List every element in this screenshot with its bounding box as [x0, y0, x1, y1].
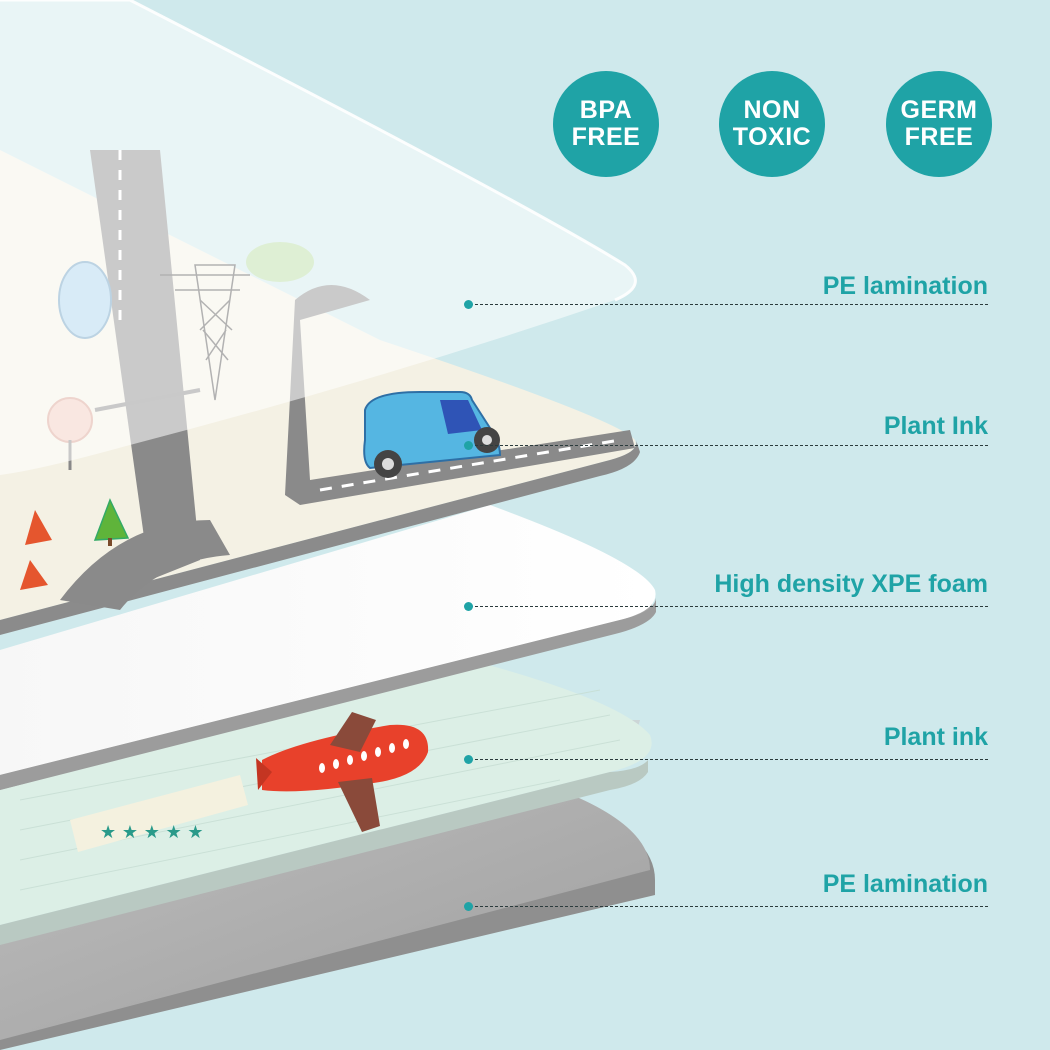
leader-dot [464, 902, 473, 911]
leader-dot [464, 300, 473, 309]
germ-free-badge: GERM FREE [886, 71, 992, 177]
svg-text:★ ★ ★ ★ ★: ★ ★ ★ ★ ★ [100, 822, 204, 843]
badge-line-2: FREE [904, 123, 974, 151]
foam-layer [0, 505, 656, 790]
layer-label-pe-lamination-bottom: PE lamination [822, 870, 988, 898]
bpa-free-badge: BPA FREE [553, 71, 659, 177]
layer-label-xpe-foam: High density XPE foam [714, 570, 988, 598]
badge-line-2: FREE [571, 123, 641, 151]
badge-line-1: BPA [579, 96, 633, 124]
layer-label-pe-lamination-top: PE lamination [822, 272, 988, 300]
badge-line-2: TOXIC [732, 123, 812, 151]
leader-line [470, 759, 988, 760]
leader-dot [464, 755, 473, 764]
stars-ribbon-graphic: ★ ★ ★ ★ ★ [70, 775, 248, 852]
tree-graphic [93, 498, 130, 546]
airplane-graphic [256, 712, 429, 832]
leader-line [470, 906, 988, 907]
leader-line [470, 304, 988, 305]
bottom-pe-lamination-layer [0, 790, 655, 1050]
leader-dot [464, 441, 473, 450]
traffic-cone-graphic [20, 510, 52, 590]
leader-line [470, 445, 988, 446]
leader-dot [464, 602, 473, 611]
leader-line [470, 606, 988, 607]
badge-line-1: NON [743, 96, 801, 124]
badge-line-1: GERM [900, 96, 978, 124]
lower-print-layer: ★ ★ ★ ★ ★ [0, 660, 652, 945]
non-toxic-badge: NON TOXIC [719, 71, 825, 177]
layer-label-plant-ink-bottom: Plant ink [883, 723, 988, 751]
top-pe-lamination-layer [0, 0, 637, 475]
layer-label-plant-ink-top: Plant Ink [883, 412, 988, 440]
